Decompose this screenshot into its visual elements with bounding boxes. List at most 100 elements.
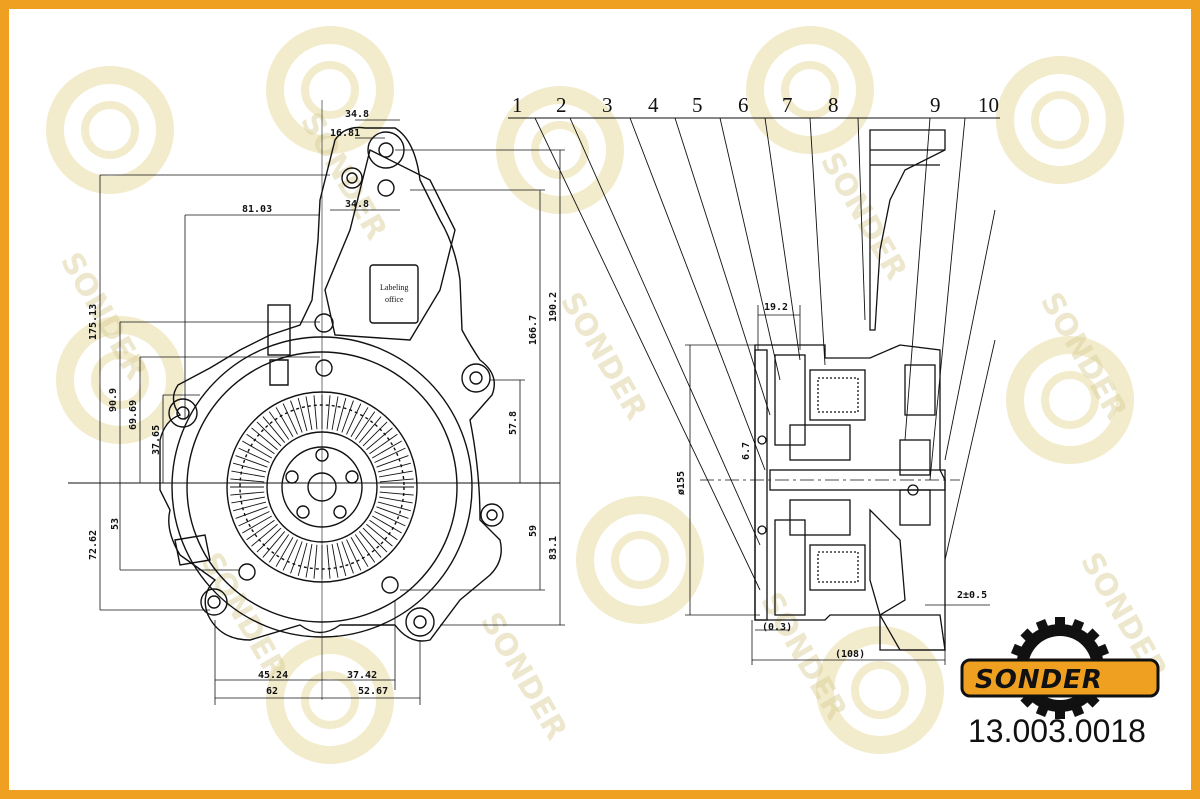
fin-line xyxy=(376,506,409,519)
fin-line xyxy=(376,455,409,468)
callout-leaders xyxy=(508,117,1000,591)
hub-bolt xyxy=(296,505,310,519)
fin-line xyxy=(238,511,270,527)
fin-line xyxy=(331,544,339,578)
flange-bolt xyxy=(315,359,333,377)
gear-tooth xyxy=(1035,703,1049,718)
fin-line xyxy=(246,433,275,455)
watermark-text: SONDER xyxy=(553,287,654,426)
callout-8: 8 xyxy=(828,93,839,117)
callout-10: 10 xyxy=(978,93,999,117)
plate-label: Labeling xyxy=(380,283,408,292)
dim-label: 62 xyxy=(266,686,278,697)
mount-hole xyxy=(413,615,427,629)
fin-line xyxy=(379,470,413,478)
fin-line xyxy=(290,541,303,574)
fin-line xyxy=(262,416,286,443)
callout-1: 1 xyxy=(512,93,523,117)
fin-line xyxy=(242,440,272,459)
watermark-text: SONDER xyxy=(473,607,574,746)
inner-hub xyxy=(789,499,851,536)
housing-outline xyxy=(159,126,502,642)
hub-bolt xyxy=(333,505,347,519)
fin-line xyxy=(379,496,413,504)
dim-label: 37.42 xyxy=(347,670,377,681)
callout-numbers: 1 2 3 4 5 6 7 8 9 10 xyxy=(512,93,999,117)
dim-label: 57.8 xyxy=(508,411,519,435)
hub-bolt xyxy=(345,470,359,484)
fin-line xyxy=(313,544,318,579)
front-dimension-lines xyxy=(68,100,565,705)
fin-line xyxy=(354,411,376,440)
fin-line xyxy=(256,527,282,553)
fin-line xyxy=(354,534,376,563)
fin-line xyxy=(305,544,313,578)
fin-line xyxy=(358,416,382,443)
watermark-layer: SONDER SONDER SONDER SONDER SONDER SONDE… xyxy=(53,35,1174,755)
fin-line xyxy=(251,427,278,451)
fin-line xyxy=(326,395,331,430)
gear-tooth xyxy=(1055,617,1065,627)
fin-line xyxy=(256,421,282,447)
fin-line xyxy=(372,440,402,459)
fin-line xyxy=(246,519,275,541)
gear-tooth xyxy=(1085,628,1100,643)
bracket-arm xyxy=(324,148,456,341)
mount-ear xyxy=(480,503,504,527)
fin-line xyxy=(242,515,272,534)
logo-text: SONDER xyxy=(975,665,1103,695)
gear-tooth xyxy=(1055,709,1065,719)
callout-9: 9 xyxy=(930,93,941,117)
bearing xyxy=(899,439,931,476)
coil xyxy=(817,377,859,413)
part-number: 13.003.0018 xyxy=(968,713,1146,749)
fin-line xyxy=(366,427,393,451)
mount-hole xyxy=(341,167,363,189)
pulley-top xyxy=(869,129,946,331)
fin-line xyxy=(362,421,388,447)
flange-bolt xyxy=(238,563,256,581)
dim-label: 190.2 xyxy=(548,292,559,322)
dim-label: 83.1 xyxy=(548,536,559,560)
dim-label: 69.69 xyxy=(128,400,139,430)
fin-line xyxy=(346,539,362,571)
mount-hole xyxy=(176,406,190,420)
mount-hole xyxy=(346,172,358,184)
section-dimension-labels: 19.2 ø155 (0.3) (108) 2±0.5 6.7 xyxy=(676,302,987,660)
fin-line xyxy=(235,506,268,519)
fin-line xyxy=(268,534,290,563)
fin-line xyxy=(369,519,398,541)
shaft-pin xyxy=(907,484,919,496)
fin-line xyxy=(379,478,414,483)
fin-line xyxy=(235,455,268,468)
inner-hub xyxy=(789,424,851,461)
fin-line xyxy=(374,447,406,463)
fin-line xyxy=(350,537,369,567)
dim-label: 19.2 xyxy=(764,302,788,313)
callout-7: 7 xyxy=(782,93,793,117)
dim-label: (0.3) xyxy=(762,622,792,633)
dim-label: 6.7 xyxy=(741,442,752,460)
fin-line xyxy=(374,511,406,527)
hub-bolt xyxy=(285,470,299,484)
dim-label: 34.8 xyxy=(345,109,369,120)
dim-label: 52.67 xyxy=(358,686,388,697)
coil-housing xyxy=(809,544,866,591)
fin-line xyxy=(326,544,331,579)
mount-hole xyxy=(314,313,334,333)
front-view xyxy=(159,126,504,642)
fin-line xyxy=(275,407,294,437)
mount-ear xyxy=(405,607,435,637)
dim-label: 175.13 xyxy=(88,304,99,340)
fin-line xyxy=(231,470,265,478)
seal-block xyxy=(904,364,936,416)
fin-line xyxy=(341,400,354,433)
gear-tooth xyxy=(1035,618,1049,633)
fin-line xyxy=(372,515,402,534)
fin-line xyxy=(336,542,347,576)
mount-hole xyxy=(377,179,395,197)
fin-line xyxy=(230,491,265,496)
coil xyxy=(817,551,859,583)
callout-2: 2 xyxy=(556,93,567,117)
fin-line xyxy=(233,462,267,473)
